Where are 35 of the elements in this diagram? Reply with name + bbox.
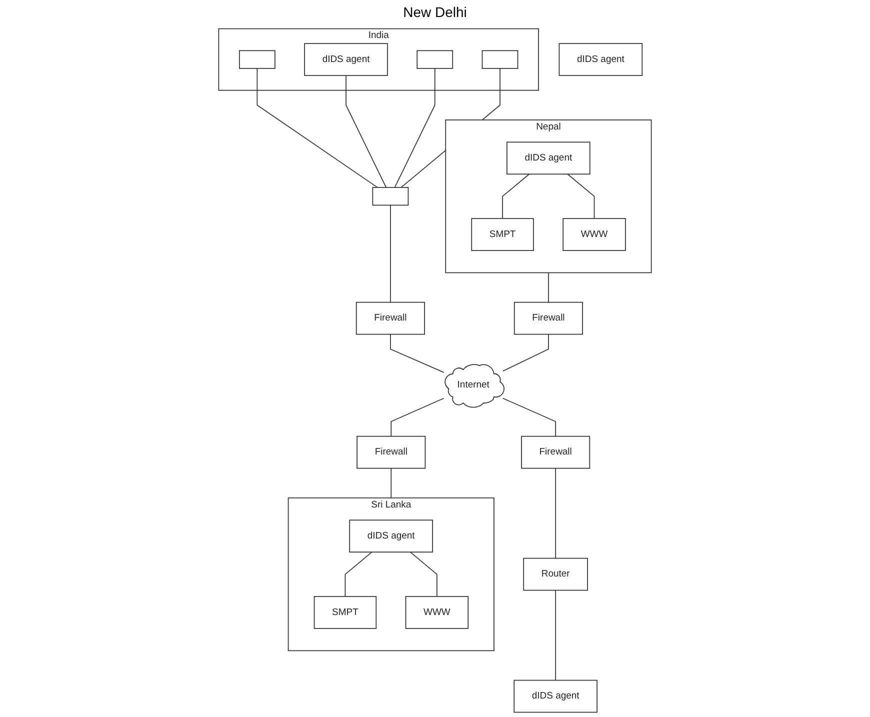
node-box: Firewall xyxy=(514,302,583,335)
connector xyxy=(502,334,549,372)
node-box: WWW xyxy=(562,218,626,251)
connector xyxy=(394,68,436,188)
connector xyxy=(346,75,387,188)
node-box: Firewall xyxy=(356,302,425,335)
node-box: dIDS agent xyxy=(349,520,433,553)
node-box: Router xyxy=(523,558,588,591)
connector xyxy=(390,204,391,303)
node-box: Firewall xyxy=(521,436,590,469)
connector xyxy=(390,468,392,498)
node-box: WWW xyxy=(405,596,469,629)
connector xyxy=(256,68,378,188)
connector xyxy=(567,174,595,219)
place-label: New Delhi xyxy=(403,4,467,20)
connector xyxy=(344,552,372,597)
node-box: SMPT xyxy=(314,596,377,629)
node-box: dIDS agent xyxy=(558,43,643,76)
node-box: dIDS agent xyxy=(304,43,388,76)
connector xyxy=(502,174,530,219)
connector xyxy=(502,398,556,437)
node-box xyxy=(416,50,454,69)
node-box: dIDS agent xyxy=(514,680,598,713)
node-box: Firewall xyxy=(356,436,426,469)
node-box xyxy=(238,50,276,69)
connector xyxy=(548,272,549,303)
node-box xyxy=(372,187,409,206)
node-box: SMPT xyxy=(471,218,534,251)
connector xyxy=(390,334,444,373)
node-box xyxy=(482,50,518,69)
connector xyxy=(555,590,556,681)
connector xyxy=(555,468,556,559)
node-box: dIDS agent xyxy=(506,142,590,175)
connector xyxy=(390,398,444,437)
connector xyxy=(410,552,438,597)
